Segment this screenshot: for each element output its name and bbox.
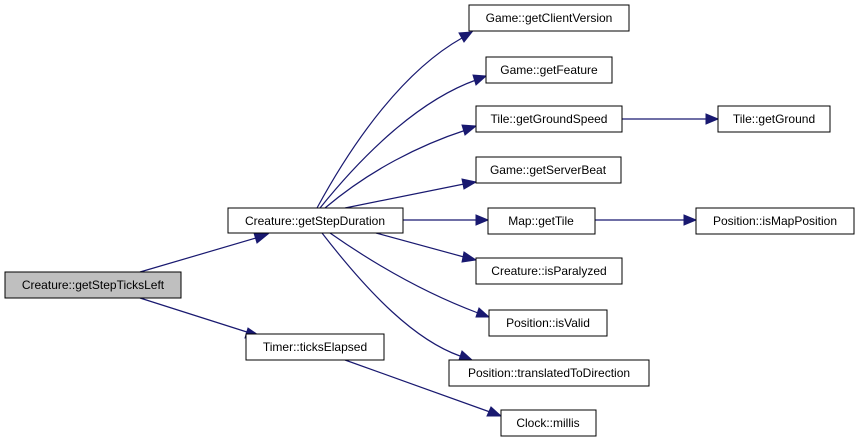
node-game-getfeature[interactable]: Game::getFeature — [485, 56, 613, 84]
node-label: Position::translatedToDirection — [468, 366, 630, 380]
node-tile-getground[interactable]: Tile::getGround — [717, 105, 831, 133]
node-creature-isparalyzed[interactable]: Creature::isParalyzed — [475, 257, 623, 285]
edge-root-to-tickselapsed — [139, 297, 263, 339]
node-creature-getstepticksleft[interactable]: Creature::getStepTicksLeft — [4, 271, 182, 299]
node-label: Position::isValid — [506, 316, 590, 330]
node-label: Creature::getStepDuration — [245, 214, 385, 228]
edge-getstepduration-to-isparalyzed — [375, 232, 478, 263]
node-label: Game::getFeature — [500, 63, 598, 77]
node-clock-millis[interactable]: Clock::millis — [500, 409, 597, 437]
edge-getstepduration-to-gettile — [403, 214, 490, 226]
node-label: Tile::getGroundSpeed — [491, 112, 608, 126]
node-label: Tile::getGround — [733, 112, 815, 126]
node-tile-getgroundspeed[interactable]: Tile::getGroundSpeed — [475, 105, 623, 133]
node-label: Creature::getStepTicksLeft — [22, 278, 165, 292]
node-position-ismapposition[interactable]: Position::isMapPosition — [695, 207, 855, 235]
node-label: Timer::ticksElapsed — [263, 340, 367, 354]
edge-root-to-getstepduration — [139, 232, 270, 273]
node-timer-tickselapsed[interactable]: Timer::ticksElapsed — [245, 333, 385, 361]
edge-getstepduration-to-getclientversion — [316, 31, 474, 209]
node-label: Clock::millis — [516, 416, 579, 430]
edge-getstepduration-to-isvalid — [329, 232, 491, 318]
node-label: Position::isMapPosition — [713, 214, 837, 228]
node-label: Creature::isParalyzed — [491, 264, 606, 278]
node-label: Game::getClientVersion — [486, 11, 613, 25]
node-label: Game::getServerBeat — [490, 163, 607, 177]
node-position-isvalid[interactable]: Position::isValid — [488, 309, 608, 337]
node-game-getserverbeat[interactable]: Game::getServerBeat — [475, 156, 622, 184]
edge-getstepduration-to-getserverbeat — [344, 178, 478, 209]
node-map-gettile[interactable]: Map::getTile — [487, 207, 596, 235]
edge-getgroundspeed-to-getground — [622, 113, 720, 125]
edge-getstepduration-to-getgroundspeed — [324, 124, 478, 209]
edge-getstepduration-to-getfeature — [319, 74, 488, 209]
node-game-getclientversion[interactable]: Game::getClientVersion — [468, 4, 630, 32]
node-creature-getstepduration[interactable]: Creature::getStepDuration — [227, 207, 404, 234]
edge-gettile-to-ismapposition — [595, 214, 698, 226]
node-label: Map::getTile — [508, 214, 574, 228]
node-position-translatedtodirection[interactable]: Position::translatedToDirection — [448, 359, 650, 387]
edge-tickselapsed-to-millis — [344, 359, 503, 417]
